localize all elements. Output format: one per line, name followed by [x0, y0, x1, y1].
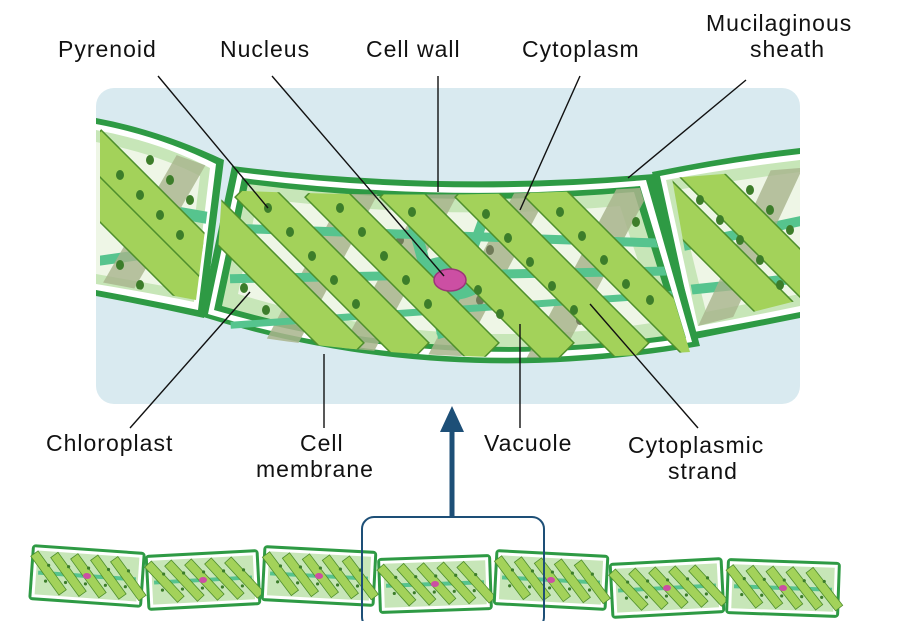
magnify-arrow	[440, 406, 464, 518]
label-cytoplasmic-strand-1: Cytoplasmic	[628, 432, 765, 458]
label-mucilaginous-sheath-1: Mucilaginous	[706, 10, 853, 36]
label-nucleus: Nucleus	[220, 36, 311, 62]
main-cell	[200, 166, 700, 364]
label-mucilaginous-sheath-2: sheath	[750, 36, 826, 62]
filament-cell	[28, 544, 147, 608]
label-cell-membrane-1: Cell	[300, 430, 344, 456]
filament-cell	[144, 549, 265, 611]
label-cell-wall: Cell wall	[366, 36, 461, 62]
filament-cell	[725, 558, 844, 618]
pyrenoids	[240, 203, 654, 319]
label-cytoplasmic-strand-2: strand	[668, 458, 738, 484]
label-cell-membrane-2: membrane	[256, 456, 374, 482]
label-chloroplast: Chloroplast	[46, 430, 174, 456]
filament-strip	[28, 544, 844, 619]
highlight-box	[361, 516, 545, 626]
chloroplast-spirals	[213, 188, 690, 358]
label-cytoplasm: Cytoplasm	[522, 36, 640, 62]
filament-cell	[260, 545, 379, 607]
nucleus-shape	[433, 268, 467, 292]
filament-cell	[376, 554, 497, 614]
leader-lines	[129, 75, 747, 429]
label-pyrenoid: Pyrenoid	[58, 36, 157, 62]
filament-cell	[608, 557, 729, 619]
filament-cell	[492, 549, 611, 611]
label-vacuole: Vacuole	[484, 430, 573, 456]
right-neighbor-cell	[652, 148, 800, 340]
